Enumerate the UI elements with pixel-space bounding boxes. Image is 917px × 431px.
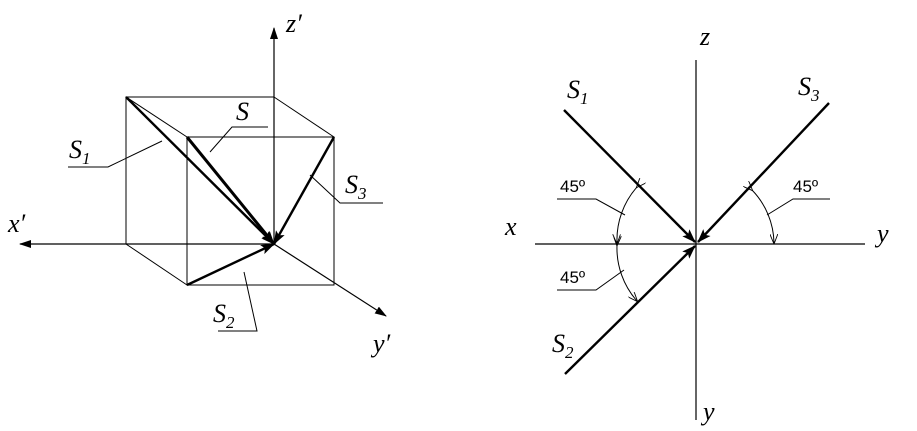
- angle-arc-upper-left: [617, 187, 637, 243]
- s1-label: S1: [69, 135, 91, 168]
- leader-angle-upper-left: [557, 198, 626, 216]
- y-bottom-label: y: [700, 397, 715, 426]
- vector-s3: [272, 136, 336, 245]
- angle-label-right: 45º: [793, 177, 818, 196]
- cube-front-face: [186, 136, 335, 286]
- leader-s3: [309, 174, 383, 204]
- x-label: x: [504, 212, 517, 241]
- vector-s2: [564, 245, 696, 375]
- vector-s1: [563, 109, 696, 243]
- x-prime-label: x′: [7, 209, 26, 238]
- s-label: S: [236, 97, 249, 126]
- cube-edge: [125, 243, 188, 286]
- leader-s2: [218, 271, 258, 332]
- vector-s3: [697, 102, 830, 243]
- leader-angle-right: [766, 198, 830, 216]
- cube-edge: [273, 96, 335, 138]
- z-prime-label: z′: [285, 9, 302, 38]
- left-diagram: z′ x′ y′ S1 S S3 S2: [7, 9, 391, 358]
- leader-angle-lower-left: [557, 269, 625, 291]
- leader-s: [209, 126, 268, 153]
- s1-label: S1: [567, 75, 589, 108]
- y-prime-axis: [273, 243, 387, 317]
- angle-label-lower-left: 45º: [560, 268, 585, 287]
- angle-arc-right: [752, 190, 774, 243]
- s2-label: S2: [213, 299, 235, 332]
- leader-s1: [68, 140, 163, 168]
- vector-s2: [186, 242, 275, 287]
- s2-label: S2: [552, 329, 574, 362]
- vector-s1: [125, 96, 275, 245]
- right-diagram: z x y y S1 S3 S2 45º 45º 45º: [504, 22, 889, 426]
- vector-s: [185, 136, 276, 245]
- angle-label-upper-left: 45º: [560, 177, 585, 196]
- s3-label: S3: [345, 170, 367, 203]
- cube-edge: [125, 96, 188, 138]
- z-label: z: [699, 22, 710, 51]
- y-prime-label: y′: [370, 329, 391, 358]
- s3-label: S3: [798, 72, 820, 105]
- y-right-label: y: [874, 219, 889, 248]
- angle-arc-lower-left: [617, 245, 637, 301]
